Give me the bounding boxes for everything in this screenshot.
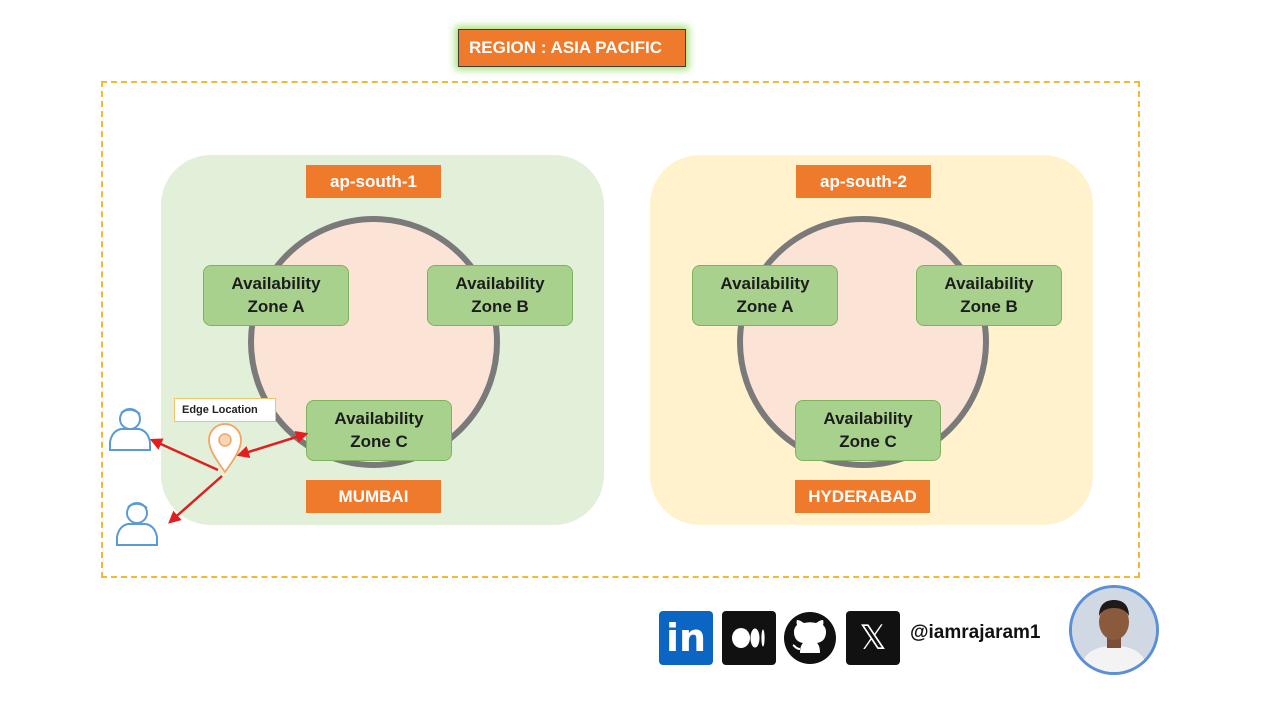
az-label-line2: Zone B	[471, 296, 529, 316]
arrow-to-user-2	[168, 475, 223, 524]
hyderabad-az-b: Availability Zone B	[916, 265, 1062, 326]
user-icon	[109, 408, 151, 451]
az-label-line1: Availability	[720, 274, 810, 294]
mumbai-az-a: Availability Zone A	[203, 265, 349, 326]
user-icon	[116, 502, 158, 546]
hyderabad-az-a: Availability Zone A	[692, 265, 838, 326]
region-boundary	[101, 81, 1140, 578]
az-label-line2: Zone B	[960, 296, 1018, 316]
az-label-line1: Availability	[823, 409, 913, 429]
az-label-line1: Availability	[334, 409, 424, 429]
hyderabad-az-c: Availability Zone C	[795, 400, 941, 461]
x-icon[interactable]: 𝕏	[846, 611, 900, 665]
linkedin-text: in	[665, 616, 707, 660]
linkedin-icon[interactable]: in	[659, 611, 713, 665]
x-text: 𝕏	[859, 618, 887, 658]
az-label-line2: Zone A	[247, 296, 305, 316]
avatar-portrait	[1072, 588, 1156, 672]
az-label-line1: Availability	[455, 274, 545, 294]
arrow-to-user-1	[149, 438, 219, 472]
mumbai-az-b: Availability Zone B	[427, 265, 573, 326]
mumbai-region-code: ap-south-1	[306, 165, 441, 198]
avatar	[1069, 585, 1159, 675]
az-label-line2: Zone A	[736, 296, 794, 316]
github-icon[interactable]	[783, 611, 837, 665]
region-title: REGION : ASIA PACIFIC	[458, 29, 686, 67]
az-label-line2: Zone C	[839, 431, 897, 451]
hyderabad-city-label: HYDERABAD	[795, 480, 930, 513]
az-label-line1: Availability	[944, 274, 1034, 294]
social-handle: @iamrajaram1	[910, 622, 1041, 643]
location-pin-icon	[208, 423, 242, 474]
hyderabad-region-code: ap-south-2	[796, 165, 931, 198]
github-glyph	[784, 612, 836, 664]
edge-location-label: Edge Location	[174, 398, 276, 422]
mumbai-city-label: MUMBAI	[306, 480, 441, 513]
arrow-to-az-c	[236, 431, 309, 458]
mumbai-az-c: Availability Zone C	[306, 400, 452, 461]
az-label-line1: Availability	[231, 274, 321, 294]
medium-icon[interactable]	[722, 611, 776, 665]
medium-glyph	[732, 628, 765, 648]
edge-arrows	[149, 431, 309, 524]
az-label-line2: Zone C	[350, 431, 408, 451]
